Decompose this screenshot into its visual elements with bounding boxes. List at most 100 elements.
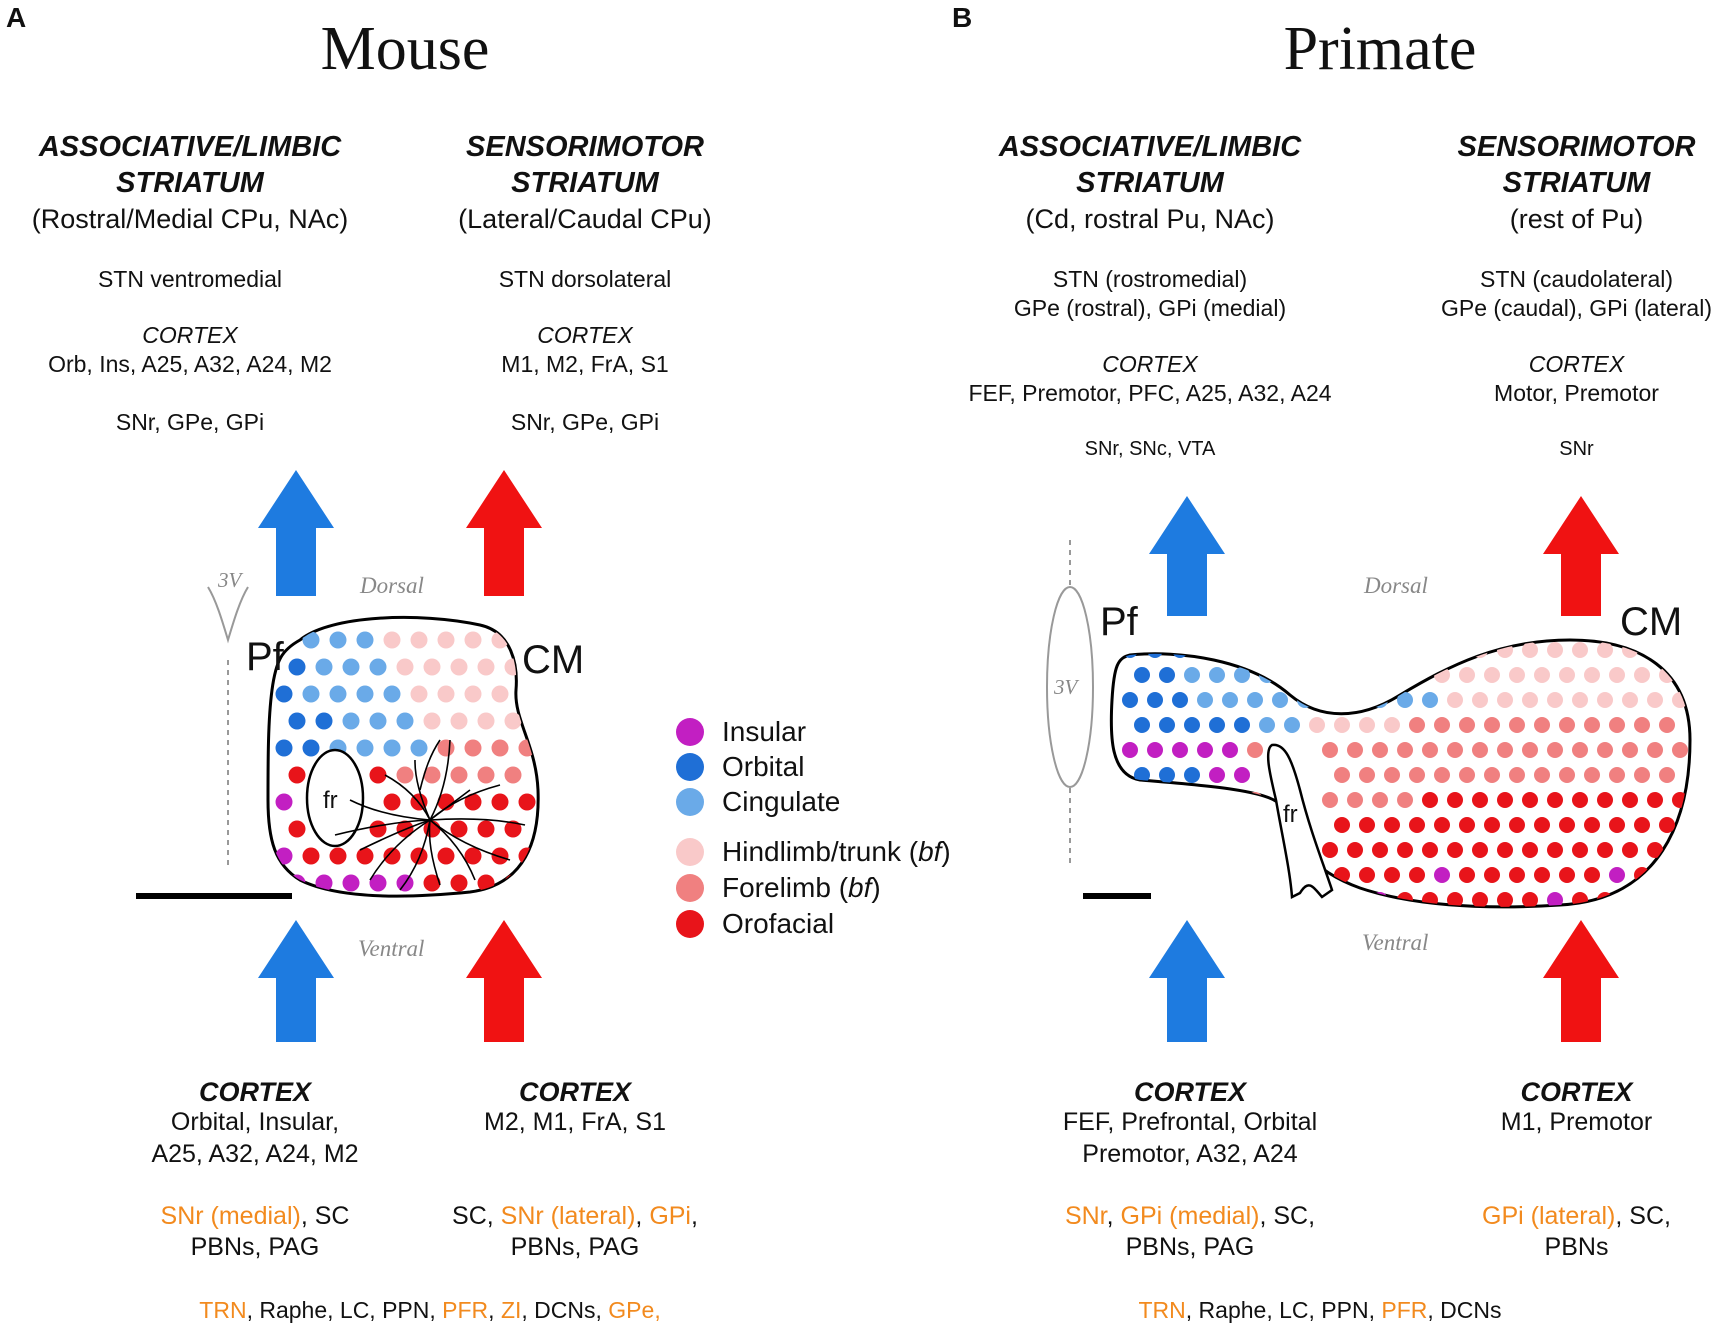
a-neuron-arbor [334, 739, 526, 891]
dot [1222, 742, 1238, 758]
a-ventricle-label: 3V [218, 568, 242, 592]
dot [1534, 817, 1550, 833]
dot [1472, 842, 1488, 858]
b-input-right-cortex-label: CORTEX [1520, 1077, 1633, 1107]
dot [1634, 717, 1650, 733]
dot [1672, 892, 1688, 907]
a-bottom-text3: , DCNs, [521, 1297, 609, 1323]
dot [1172, 842, 1188, 858]
dot [1222, 842, 1238, 858]
dot [1522, 792, 1538, 808]
dot [1159, 817, 1175, 833]
dot [1197, 792, 1213, 808]
b-assoc-bg: SNr, SNc, VTA [1084, 438, 1216, 460]
dot [329, 847, 347, 865]
dot [1609, 717, 1625, 733]
b-assoc-cortex: FEF, Premotor, PFC, A25, A32, A24 [968, 380, 1332, 406]
dot [1522, 742, 1538, 758]
dot [1197, 642, 1213, 658]
legend-label-italic: bf [848, 872, 872, 903]
a-input-right-cortex-label: CORTEX [518, 1077, 632, 1107]
dot [423, 766, 441, 784]
dot [410, 739, 428, 757]
dot [315, 874, 333, 892]
dot [1447, 792, 1463, 808]
legend-item-orofacial: Orofacial [676, 908, 834, 940]
dot [1234, 717, 1250, 733]
a-input-left-line3: SNr (medial), SC [110, 1201, 400, 1231]
dot [1134, 817, 1150, 833]
dot [1372, 792, 1388, 808]
arbor-branch [359, 819, 431, 851]
dot [1609, 867, 1625, 883]
a-input-left-line4: PBNs, PAG [190, 1233, 320, 1261]
a-arrow-assoc-bottom [258, 920, 334, 1042]
dot [288, 658, 306, 676]
dot [1234, 817, 1250, 833]
b-input-left-sc: , SC, [1259, 1202, 1316, 1230]
dot [1322, 742, 1338, 758]
b-sens-gp: GPe (caudal), GPi (lateral) [1441, 295, 1712, 321]
dot [1159, 717, 1175, 733]
dot [1272, 642, 1288, 658]
dot [1597, 642, 1613, 658]
dot [1297, 692, 1313, 708]
dot [1422, 742, 1438, 758]
dot [1622, 842, 1638, 858]
a-bottom-pfr: PFR [442, 1297, 489, 1323]
dot [1634, 667, 1650, 683]
dot [1647, 692, 1663, 708]
dot [1122, 742, 1138, 758]
dot [1647, 892, 1663, 907]
a-sens-heading-1: SENSORIMOTOR [466, 131, 704, 163]
dot [1584, 767, 1600, 783]
dot [1547, 892, 1563, 907]
b-ventricle-label: 3V [1054, 675, 1078, 699]
dot [1172, 792, 1188, 808]
dot [1447, 692, 1463, 708]
dot [1609, 817, 1625, 833]
a-input-right-sc: SC, [452, 1202, 501, 1230]
dot [1497, 892, 1513, 907]
dot [1447, 642, 1463, 658]
dot [1559, 767, 1575, 783]
legend-swatch [676, 910, 704, 938]
dot [1359, 817, 1375, 833]
legend-swatch [676, 718, 704, 746]
b-input-left-line1: FEF, Prefrontal, Orbital [1062, 1108, 1318, 1136]
legend-label-end: ) [871, 872, 881, 903]
a-bottom-trn: TRN [199, 1297, 247, 1323]
a-input-right-line1: M2, M1, FrA, S1 [484, 1108, 666, 1136]
dot [1484, 817, 1500, 833]
dot [518, 685, 536, 703]
dot [1197, 742, 1213, 758]
dot [1609, 767, 1625, 783]
dot [423, 874, 441, 892]
dot [1434, 767, 1450, 783]
a-sens-subtitle: (Lateral/Caudal CPu) [458, 204, 712, 234]
dot [1522, 642, 1538, 658]
dot [1147, 642, 1163, 658]
dot [369, 766, 387, 784]
dot [1459, 817, 1475, 833]
dot [1372, 692, 1388, 708]
b-assoc-heading-1: ASSOCIATIVE/LIMBIC [998, 131, 1302, 163]
a-ventral-label: Ventral [358, 936, 425, 961]
dot [342, 712, 360, 730]
dot [1222, 792, 1238, 808]
dot [1234, 767, 1250, 783]
arbor-branch [334, 819, 431, 836]
dot [356, 739, 374, 757]
dot [396, 658, 414, 676]
a-cm-label: CM [522, 638, 585, 682]
dot [1297, 642, 1313, 658]
dot [342, 874, 360, 892]
dot [464, 793, 482, 811]
legend-label-end: ) [941, 836, 951, 867]
dot [302, 847, 320, 865]
dot [1597, 742, 1613, 758]
b-sens-cortex: Motor, Premotor [1494, 380, 1659, 406]
dot [1422, 792, 1438, 808]
legend-item-cingulate: Cingulate [676, 786, 840, 818]
